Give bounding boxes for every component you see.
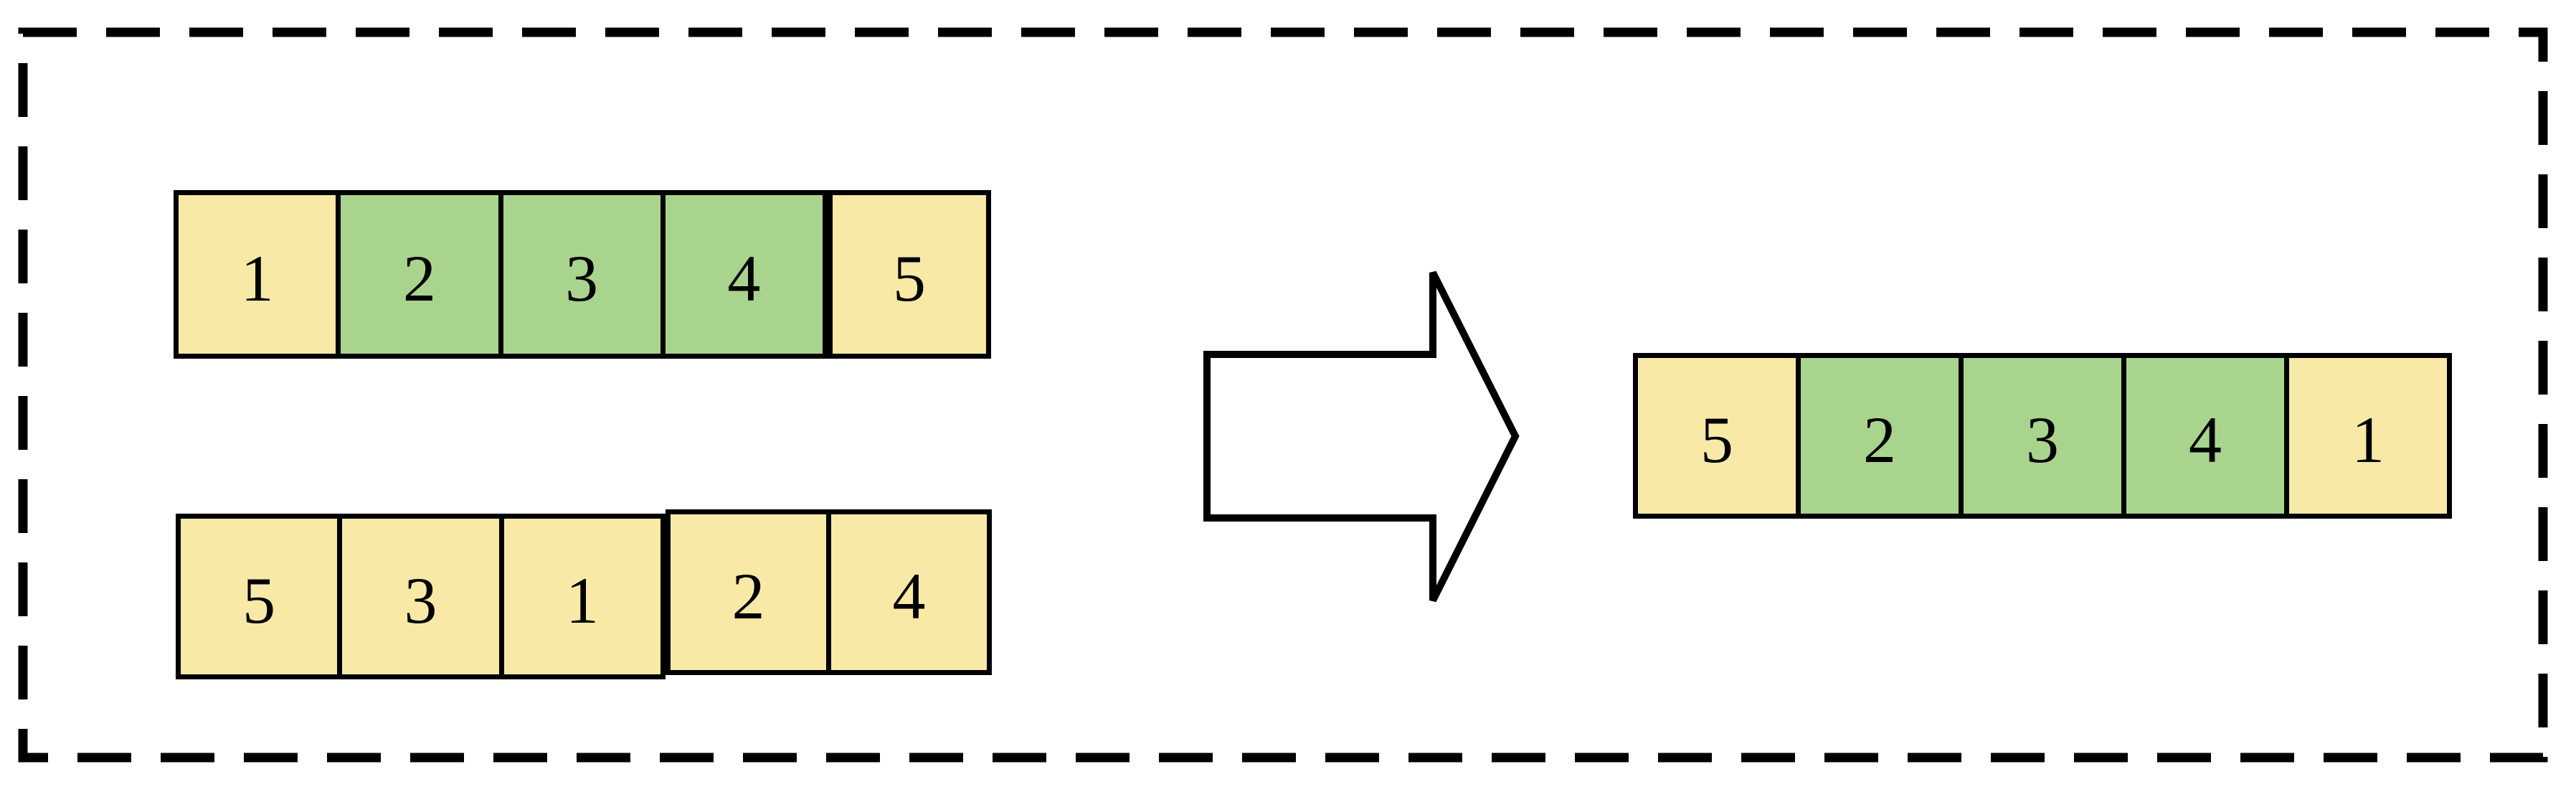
array-cell: 2: [671, 514, 826, 670]
array-cell: 5: [181, 519, 338, 674]
array-cell: 4: [2121, 358, 2284, 514]
parent2-row-right-segment: 2 4: [666, 509, 992, 675]
parent2-row-left-segment: 5 3 1: [176, 514, 666, 679]
array-cell: 3: [498, 195, 660, 354]
parent1-row-left-segment: 1 2 3 4: [174, 190, 828, 359]
array-cell: 5: [1638, 358, 1796, 514]
offspring-row: 5 2 3 4 1: [1633, 353, 2452, 519]
array-cell: 2: [336, 195, 498, 354]
array-cell: 1: [498, 519, 660, 674]
array-cell: 1: [179, 195, 336, 354]
parent1-row-right-segment: 5: [828, 190, 991, 359]
array-cell: 4: [826, 514, 987, 670]
array-cell: 2: [1796, 358, 1959, 514]
array-cell: 3: [1959, 358, 2121, 514]
array-cell: 4: [660, 195, 823, 354]
array-cell: 1: [2284, 358, 2447, 514]
array-cell: 3: [337, 519, 499, 674]
array-cell: 5: [833, 195, 986, 354]
